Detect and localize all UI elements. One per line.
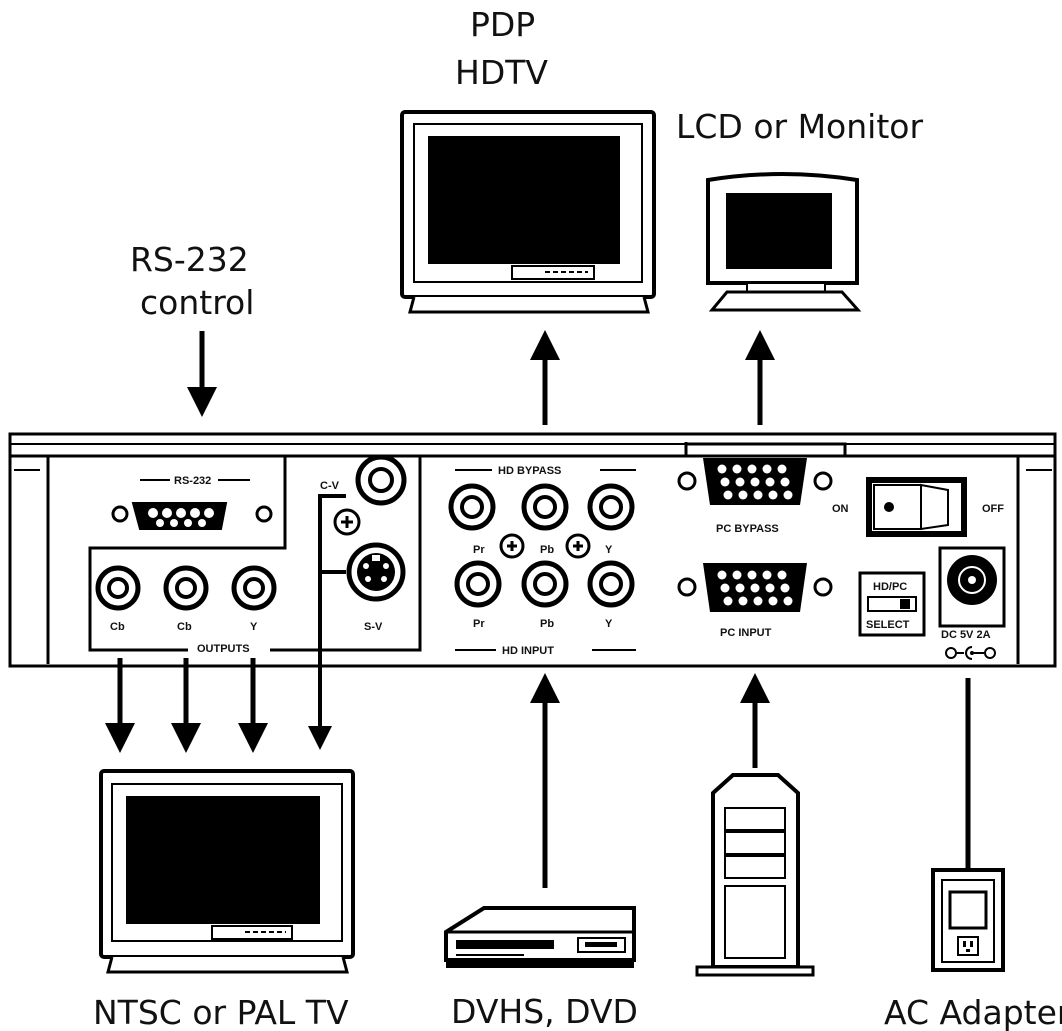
label-rs232: RS-232 — [130, 240, 249, 279]
ac-adapter-icon — [931, 868, 1005, 972]
pc-input-port — [677, 563, 833, 612]
out-jack-1-label: Cb — [110, 621, 125, 633]
hd-input-jacks — [454, 560, 635, 608]
label-control: control — [140, 283, 254, 322]
svideo-jack — [346, 542, 406, 602]
hd-bypass-y: Y — [605, 544, 613, 556]
label-hdtv: HDTV — [455, 53, 548, 92]
output-jacks — [95, 565, 277, 611]
lcd-monitor-icon — [706, 172, 862, 312]
ntsc-tv-icon — [99, 769, 355, 974]
dvd-player-icon — [444, 906, 636, 968]
hd-input-y: Y — [605, 618, 613, 630]
switch-on-label: ON — [832, 503, 849, 515]
label-ac-adapter: AC Adapter — [884, 993, 1062, 1031]
hd-input-pr: Pr — [473, 618, 485, 630]
pc-tower-icon — [695, 773, 815, 977]
hdpc-select-switch — [858, 571, 926, 637]
label-lcd-monitor: LCD or Monitor — [676, 107, 923, 146]
select-label: SELECT — [866, 619, 910, 631]
hdpc-label: HD/PC — [873, 581, 907, 593]
cv-label: C-V — [320, 480, 340, 492]
label-ntsc-pal-tv: NTSC or PAL TV — [93, 993, 349, 1031]
power-switch — [866, 477, 967, 537]
switch-off-label: OFF — [982, 503, 1004, 515]
out-jack-3-label: Y — [250, 621, 258, 633]
polarity-icon — [945, 646, 996, 660]
composite-jack — [333, 454, 407, 536]
hd-input-label: HD INPUT — [502, 645, 554, 657]
hd-bypass-pr: Pr — [473, 544, 485, 556]
cv-sv-cable — [308, 494, 346, 750]
rear-panel: RS-232 Cb Cb Y OUTPUTS C-V — [8, 432, 1057, 668]
label-pdp: PDP — [470, 5, 535, 44]
outputs-label: OUTPUTS — [197, 643, 250, 655]
rs232-port — [111, 502, 273, 530]
pc-bypass-port — [677, 458, 833, 505]
pc-input-label: PC INPUT — [720, 627, 772, 639]
hd-bypass-jacks — [448, 483, 635, 559]
sv-label: S-V — [364, 621, 383, 633]
out-jack-2-label: Cb — [177, 621, 192, 633]
hd-bypass-pb: Pb — [540, 544, 554, 556]
hd-bypass-label: HD BYPASS — [498, 465, 561, 477]
dc-jack — [938, 546, 1006, 628]
hdtv-icon — [400, 110, 656, 314]
rs232-port-label: RS-232 — [174, 475, 211, 487]
dc-label: DC 5V 2A — [941, 629, 991, 641]
pc-bypass-label: PC BYPASS — [716, 523, 779, 535]
hd-input-pb: Pb — [540, 618, 554, 630]
label-dvhs-dvd: DVHS, DVD — [451, 992, 638, 1031]
